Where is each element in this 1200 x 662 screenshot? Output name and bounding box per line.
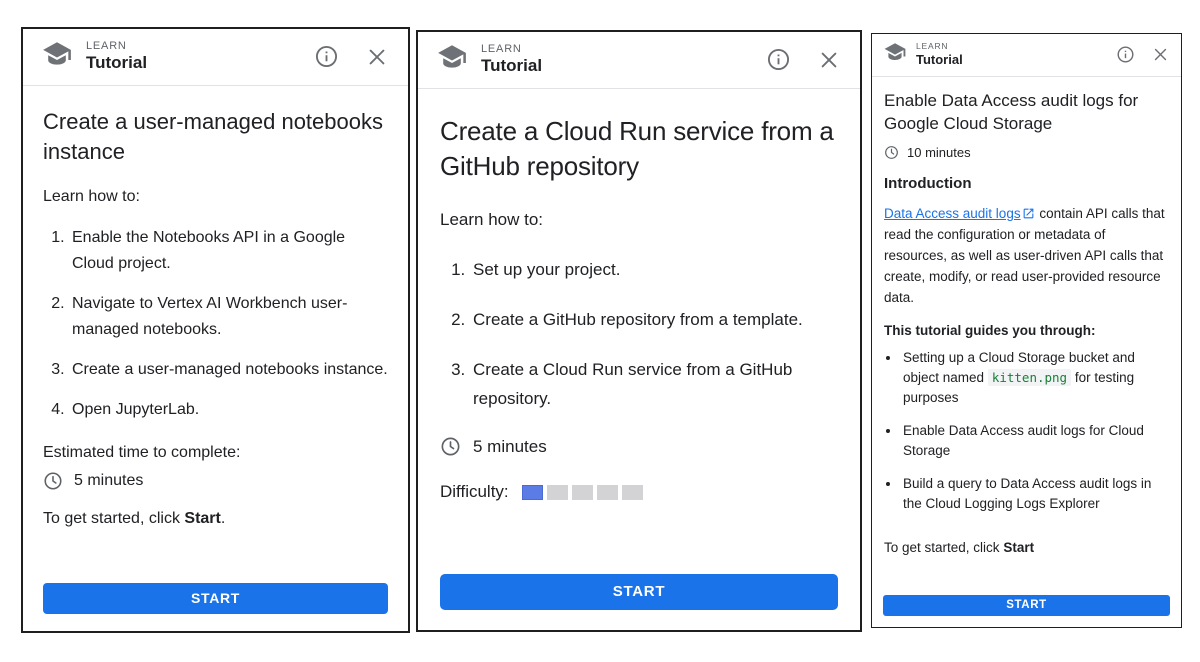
- introduction-heading: Introduction: [884, 175, 972, 192]
- step-item: Create a GitHub repository from a templa…: [470, 305, 840, 334]
- info-icon[interactable]: [1116, 45, 1135, 64]
- close-icon[interactable]: [818, 49, 840, 71]
- external-link-icon: [1023, 208, 1033, 219]
- guide-item: Enable Data Access audit logs for Cloud …: [901, 421, 1167, 461]
- guides-heading: This tutorial guides you through:: [884, 323, 1096, 338]
- learn-how-to-label: Learn how to:: [440, 210, 544, 229]
- tutorial-title: Create a Cloud Run service from a GitHub…: [440, 116, 834, 181]
- clock-icon: [440, 436, 461, 457]
- introduction-paragraph: Data Access audit logs contain API calls…: [884, 206, 1165, 305]
- tutorial-title: Enable Data Access audit logs for Google…: [884, 91, 1139, 133]
- tutorial-title: Create a user-managed notebooks instance: [43, 109, 383, 164]
- panel-app-title: Tutorial: [916, 51, 963, 67]
- steps-list: Enable the Notebooks API in a Google Clo…: [23, 206, 408, 437]
- difficulty-segment-empty: [596, 484, 618, 500]
- step-item: Navigate to Vertex AI Workbench user-man…: [69, 291, 390, 343]
- panel-header: LEARN Tutorial: [872, 34, 1181, 77]
- close-icon[interactable]: [366, 46, 388, 68]
- graduation-cap-icon: [436, 41, 468, 78]
- data-access-audit-logs-link[interactable]: Data Access audit logs: [884, 206, 1021, 221]
- cta-line: To get started, click Start: [884, 540, 1035, 555]
- panel-header: LEARN Tutorial: [23, 29, 408, 86]
- tutorial-panel-audit-logs: LEARN Tutorial Enable Data Access audit …: [871, 33, 1182, 628]
- header-text: LEARN Tutorial: [86, 40, 147, 73]
- time-row: 10 minutes: [872, 135, 1181, 160]
- step-item: Open JupyterLab.: [69, 397, 390, 423]
- difficulty-segment-filled: [521, 484, 543, 500]
- difficulty-meter: [521, 484, 643, 500]
- cta-line: To get started, click Start.: [43, 510, 226, 527]
- header-text: LEARN Tutorial: [916, 41, 963, 67]
- code-chip: kitten.png: [987, 369, 1072, 386]
- time-value: 5 minutes: [74, 472, 144, 489]
- steps-list: Set up your project. Create a GitHub rep…: [418, 230, 860, 434]
- start-button[interactable]: START: [883, 595, 1170, 616]
- panel-app-title: Tutorial: [86, 53, 148, 73]
- close-icon[interactable]: [1152, 46, 1169, 63]
- time-row: 5 minutes: [418, 434, 860, 457]
- tutorial-panel-notebooks: LEARN Tutorial Create a user-managed not…: [21, 27, 410, 633]
- panel-header: LEARN Tutorial: [418, 32, 860, 89]
- header-text: LEARN Tutorial: [481, 43, 542, 76]
- learn-eyebrow: LEARN: [481, 43, 522, 56]
- learn-eyebrow: LEARN: [86, 40, 127, 53]
- clock-icon: [43, 471, 63, 491]
- estimated-time-label: Estimated time to complete:: [43, 444, 241, 461]
- step-item: Set up your project.: [470, 255, 840, 284]
- info-icon[interactable]: [766, 47, 791, 72]
- difficulty-segment-empty: [621, 484, 643, 500]
- learn-how-to-label: Learn how to:: [43, 188, 140, 205]
- learn-eyebrow: LEARN: [916, 41, 949, 52]
- time-value: 5 minutes: [473, 436, 547, 456]
- tutorial-panel-cloud-run: LEARN Tutorial Create a Cloud Run servic…: [416, 30, 862, 632]
- difficulty-row: Difficulty:: [418, 457, 860, 502]
- guide-item: Setting up a Cloud Storage bucket and ob…: [901, 348, 1167, 408]
- guides-list: Setting up a Cloud Storage bucket and ob…: [872, 338, 1181, 527]
- time-row: 5 minutes: [23, 462, 408, 491]
- info-icon[interactable]: [314, 44, 339, 69]
- step-item: Enable the Notebooks API in a Google Clo…: [69, 225, 390, 277]
- panel-app-title: Tutorial: [481, 56, 543, 76]
- step-item: Create a Cloud Run service from a GitHub…: [470, 355, 840, 413]
- difficulty-label: Difficulty:: [440, 482, 509, 501]
- difficulty-segment-empty: [571, 484, 593, 500]
- step-item: Create a user-managed notebooks instance…: [69, 357, 390, 383]
- guide-item: Build a query to Data Access audit logs …: [901, 474, 1167, 514]
- start-button[interactable]: START: [440, 574, 838, 610]
- difficulty-segment-empty: [546, 484, 568, 500]
- graduation-cap-icon: [41, 38, 73, 75]
- clock-icon: [884, 145, 899, 160]
- time-value: 10 minutes: [907, 145, 971, 160]
- start-button[interactable]: START: [43, 583, 388, 614]
- graduation-cap-icon: [883, 40, 907, 69]
